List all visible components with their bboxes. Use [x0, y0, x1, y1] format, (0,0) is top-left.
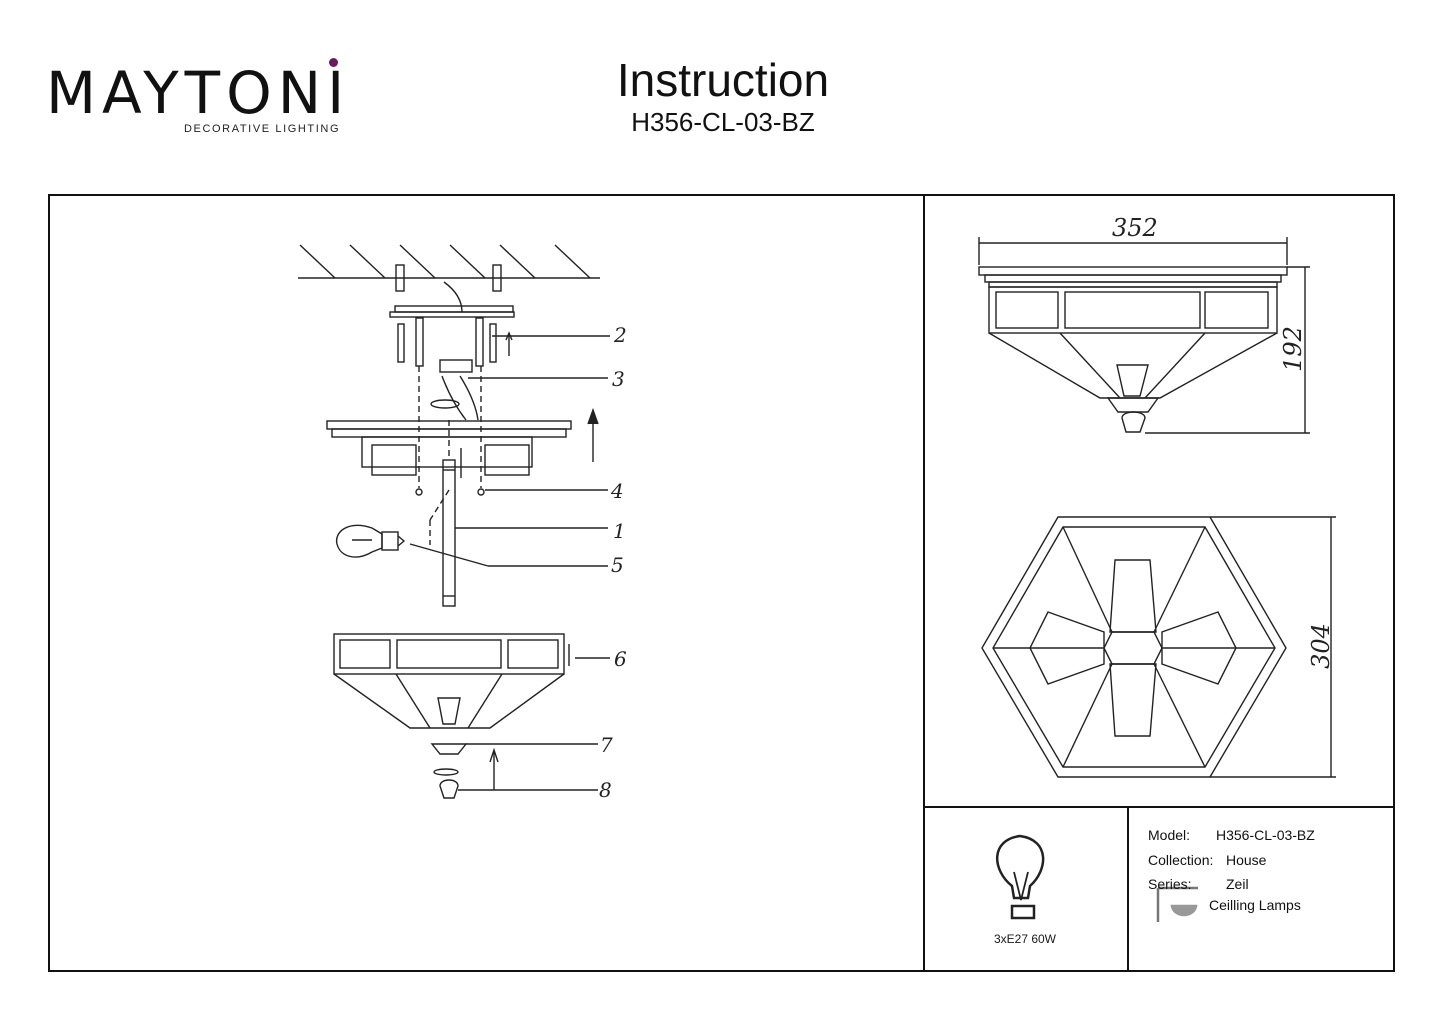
logo-dot [329, 58, 338, 67]
dimension-height: 192 [1278, 326, 1307, 372]
spec-divider [1127, 806, 1129, 972]
bulb-icon [996, 834, 1045, 920]
page-title: Instruction [616, 54, 830, 106]
ceiling-lamp-icon [1156, 886, 1198, 922]
callout-7: 7 [600, 733, 613, 757]
light-bulb [335, 524, 406, 558]
callout-3: 3 [612, 367, 625, 391]
series-value: Zeil [1226, 876, 1249, 892]
model-value: H356-CL-03-BZ [1216, 827, 1315, 843]
frame-divider-vertical [923, 194, 925, 972]
collection-value: House [1226, 852, 1267, 868]
brand-logo: MAYTONI [46, 60, 346, 140]
canopy [326, 420, 572, 496]
dimension-diameter: 304 [1306, 623, 1335, 669]
guide-lines [418, 366, 482, 545]
model-label: Model: [1148, 827, 1191, 843]
threaded-rod [442, 459, 456, 607]
instruction-frame [48, 194, 1395, 972]
up-arrow-head [587, 407, 599, 425]
callout-2: 2 [614, 323, 627, 347]
screws [397, 317, 513, 367]
top-view-drawing [981, 516, 1336, 778]
callout-4: 4 [611, 479, 624, 503]
collection-label: Collection: [1148, 852, 1214, 868]
ceiling-hatching [298, 244, 600, 279]
brand-name: MAYTONI [46, 59, 351, 127]
frame-divider-horizontal [923, 806, 1395, 808]
callout-8: 8 [599, 778, 612, 802]
finial [430, 743, 499, 799]
mounting-plate [389, 305, 515, 318]
terminal-block [430, 359, 479, 421]
power-cable [443, 281, 463, 313]
dimension-width: 352 [1112, 214, 1158, 242]
callout-6: 6 [614, 647, 627, 671]
category-value: Ceilling Lamps [1209, 897, 1301, 913]
callout-5: 5 [611, 553, 624, 577]
brand-tagline: DECORATIVE LIGHTING [184, 123, 341, 135]
shade-side-view [333, 633, 570, 729]
callout-1: 1 [613, 519, 626, 543]
series-label: Series: [1148, 876, 1192, 892]
power-rating: 3xE27 60W [993, 932, 1057, 946]
model-code: H356-CL-03-BZ [631, 107, 815, 137]
side-view-drawing [978, 237, 1310, 434]
wall-plugs [395, 264, 502, 292]
callout-lines [409, 335, 610, 791]
